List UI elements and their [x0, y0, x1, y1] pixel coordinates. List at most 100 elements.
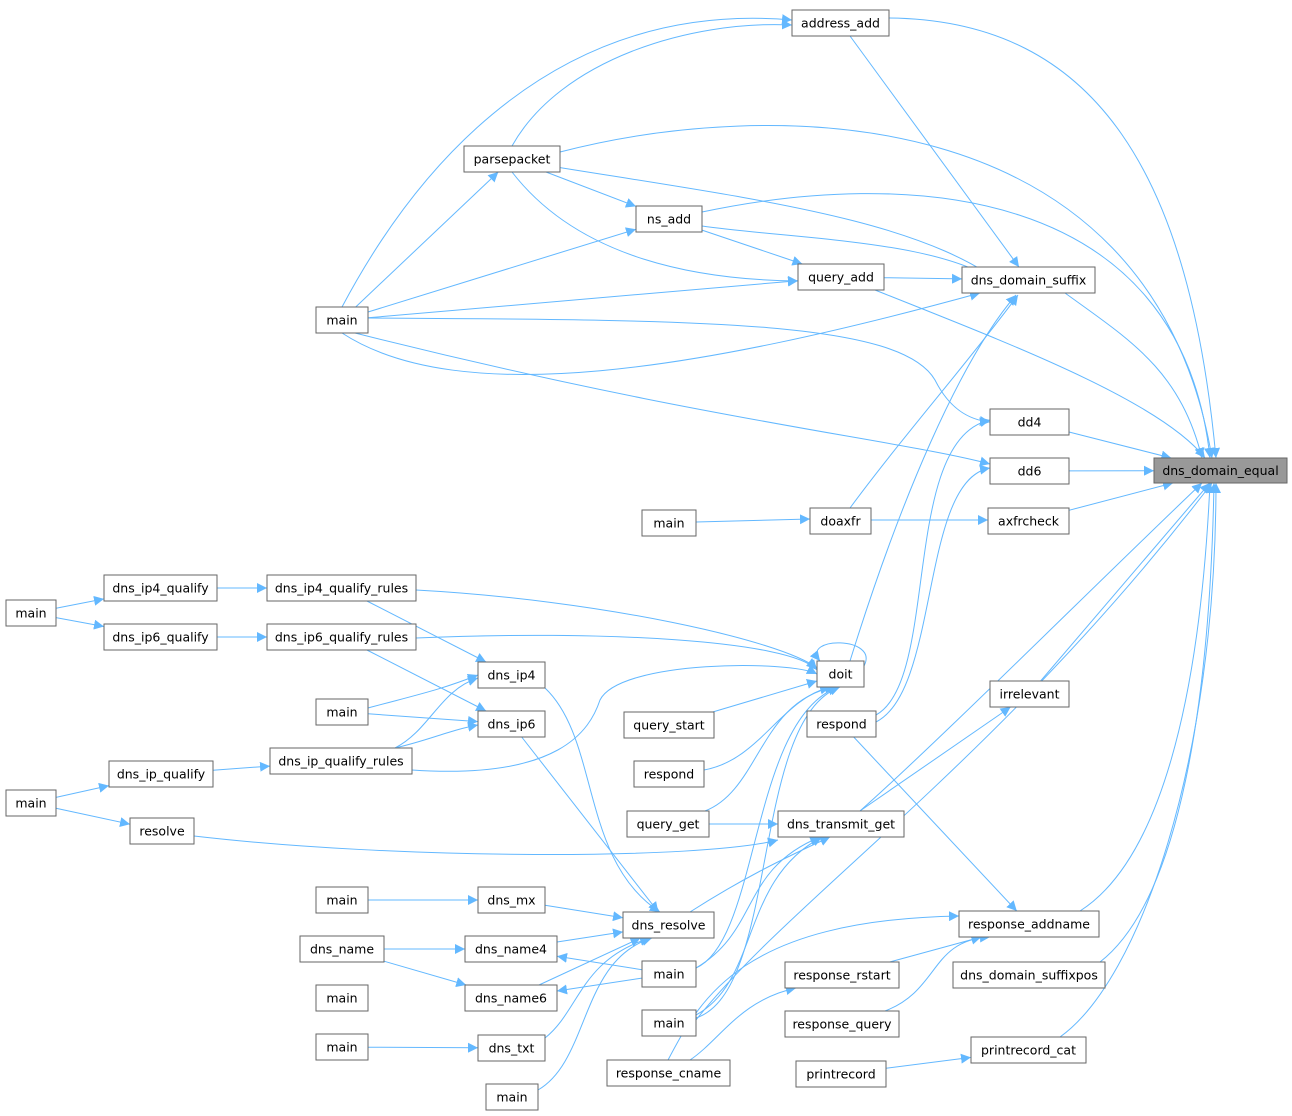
- edge-query-add-to-dns-domain-suffix: [883, 273, 963, 284]
- node-dns-txt[interactable]: dns_txt: [477, 1034, 546, 1062]
- node-dns-ip-qualify-rules[interactable]: dns_ip_qualify_rules: [269, 747, 413, 775]
- node-response-cname[interactable]: response_cname: [606, 1059, 731, 1087]
- edge-main-1-to-dd6: [354, 332, 991, 467]
- edge-parsepacket-to-address-add: [511, 19, 793, 147]
- node-dns-ip4-qualify-rules[interactable]: dns_ip4_qualify_rules: [266, 574, 417, 602]
- node-dd6[interactable]: dd6: [989, 457, 1070, 485]
- node-focus[interactable]: dns_domain_equal: [1153, 457, 1288, 484]
- node-main-9[interactable]: main: [641, 1009, 697, 1037]
- node-query-add[interactable]: query_add: [797, 263, 885, 291]
- node-dns-transmit-get[interactable]: dns_transmit_get: [777, 810, 905, 838]
- node-axfrcheck[interactable]: axfrcheck: [987, 507, 1070, 535]
- node-label: dns_ip4: [488, 668, 536, 683]
- edge-main-1-to-address-add: [341, 14, 793, 308]
- node-dns-mx[interactable]: dns_mx: [477, 886, 546, 914]
- node-main-7[interactable]: main: [641, 960, 697, 988]
- edge-main-1-to-query-add: [367, 276, 799, 319]
- node-box: [989, 457, 1070, 485]
- node-main-6[interactable]: main: [315, 886, 369, 914]
- node-box: [635, 205, 703, 233]
- edge-query-get-to-doit: [704, 683, 836, 812]
- node-layer: dns_domain_equal address_add parsepacket ns…: [5, 9, 1288, 1111]
- node-dns-name6[interactable]: dns_name6: [464, 984, 558, 1012]
- node-label: main: [15, 796, 46, 811]
- node-label: main: [326, 705, 357, 720]
- node-box: [970, 1036, 1087, 1064]
- node-dns-ip6[interactable]: dns_ip6: [477, 710, 546, 738]
- node-box: [797, 263, 885, 291]
- node-doit[interactable]: doit: [816, 660, 865, 688]
- edge-dns-mx-to-dns-resolve: [544, 904, 624, 922]
- edge-dns-ip4-qualify-rules-to-dns-ip4: [366, 600, 487, 663]
- node-response-query[interactable]: response_query: [784, 1010, 900, 1038]
- node-dns-ip6-qualify[interactable]: dns_ip6_qualify: [103, 623, 218, 651]
- node-response-rstart[interactable]: response_rstart: [784, 961, 900, 989]
- node-box: [477, 710, 546, 738]
- node-respond-1[interactable]: respond: [806, 710, 877, 738]
- node-box: [784, 961, 900, 989]
- node-main-10[interactable]: main: [315, 1033, 369, 1061]
- edge-response-query-to-response-addname: [884, 932, 991, 1012]
- node-dns-domain-suffixpos[interactable]: dns_domain_suffixpos: [952, 961, 1106, 989]
- node-ns-add[interactable]: ns_add: [635, 205, 703, 233]
- node-respond-2[interactable]: respond: [633, 760, 705, 788]
- node-parsepacket[interactable]: parsepacket: [463, 145, 561, 173]
- node-box: [641, 960, 697, 988]
- node-query-start[interactable]: query_start: [623, 711, 715, 739]
- node-irrelevant[interactable]: irrelevant: [989, 680, 1070, 708]
- node-printrecord[interactable]: printrecord: [795, 1060, 887, 1088]
- node-dns-ip4-qualify[interactable]: dns_ip4_qualify: [103, 574, 218, 602]
- node-dns-ip4[interactable]: dns_ip4: [477, 661, 546, 689]
- node-main-1[interactable]: main: [315, 306, 369, 334]
- node-label: doit: [829, 667, 853, 682]
- node-doaxfr[interactable]: doaxfr: [809, 507, 872, 535]
- edge-address-add-to-dns-domain-suffix: [849, 35, 1020, 268]
- node-main-8[interactable]: main: [315, 984, 369, 1012]
- node-box: [606, 1059, 731, 1087]
- node-dns-name[interactable]: dns_name: [299, 935, 385, 963]
- edge-dns-ip-qualify-rules-to-dns-ip4: [394, 676, 479, 749]
- edge-doit-to-dns-domain-suffix: [849, 294, 1017, 662]
- node-label: main: [653, 967, 684, 982]
- node-main-2[interactable]: main: [641, 509, 697, 537]
- node-label: response_cname: [616, 1066, 722, 1081]
- node-box: [103, 574, 218, 602]
- node-label: response_query: [792, 1017, 892, 1032]
- node-query-get[interactable]: query_get: [626, 810, 710, 838]
- node-main-5[interactable]: main: [5, 789, 57, 817]
- node-dns-resolve[interactable]: dns_resolve: [622, 911, 715, 939]
- edge-main-5-to-dns-ip-qualify: [55, 782, 110, 798]
- node-response-addname[interactable]: response_addname: [958, 910, 1100, 938]
- node-label: respond: [644, 767, 695, 782]
- node-label: main: [326, 991, 357, 1006]
- edge-main-1-to-parsepacket: [355, 171, 499, 308]
- node-box: [952, 961, 1106, 989]
- node-label: parsepacket: [474, 152, 551, 167]
- edge-main-4-to-dns-ip6: [367, 713, 479, 726]
- node-printrecord-cat[interactable]: printrecord_cat: [970, 1036, 1087, 1064]
- node-box: [5, 789, 57, 817]
- node-dd4[interactable]: dd4: [989, 408, 1070, 436]
- edge-main-8-to-dns-transmit-get: [695, 836, 821, 969]
- node-label: dd6: [1018, 464, 1042, 479]
- edge-dns-ip-qualify-to-dns-ip-qualify-rules: [212, 761, 271, 772]
- edge-respond-1-to-dd6: [875, 464, 991, 723]
- edge-dns-txt-to-dns-resolve: [544, 936, 651, 1039]
- node-dns-ip-qualify[interactable]: dns_ip_qualify: [108, 760, 214, 788]
- edge-dns-name-to-dns-name6: [383, 960, 467, 988]
- node-dns-name4[interactable]: dns_name4: [464, 935, 558, 963]
- node-main-4[interactable]: main: [315, 698, 369, 726]
- edge-printrecord-cat-to-focus: [1059, 482, 1221, 1038]
- node-dns-ip6-qualify-rules[interactable]: dns_ip6_qualify_rules: [266, 623, 417, 651]
- edge-dns-ip6-qualify-rules-to-doit: [415, 634, 818, 671]
- node-resolve[interactable]: resolve: [129, 817, 195, 845]
- node-main-11[interactable]: main: [485, 1083, 539, 1111]
- node-address-add[interactable]: address_add: [791, 9, 890, 37]
- node-box: [129, 817, 195, 845]
- node-main-3[interactable]: main: [5, 599, 57, 627]
- node-box: [5, 599, 57, 627]
- edge-main-8-to-doit: [695, 685, 839, 969]
- node-label: address_add: [801, 16, 880, 31]
- node-dns-domain-suffix[interactable]: dns_domain_suffix: [961, 266, 1096, 294]
- node-label: dns_transmit_get: [787, 817, 895, 832]
